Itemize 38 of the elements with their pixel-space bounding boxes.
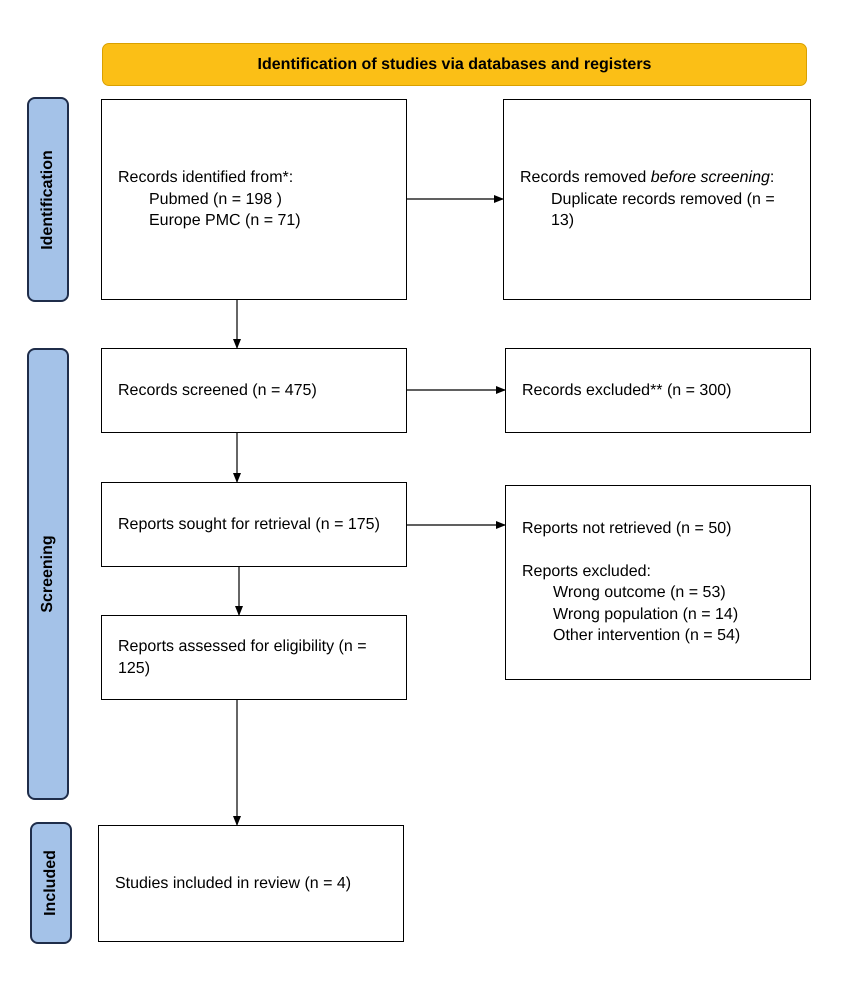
box-text: Other intervention (n = 54) bbox=[553, 626, 740, 646]
process-box bbox=[98, 825, 404, 942]
box-text: Records excluded** (n = 300) bbox=[522, 380, 732, 401]
header-text: Identification of studies via databases and registers bbox=[258, 56, 652, 74]
phase-label: Screening bbox=[39, 535, 57, 613]
process-box bbox=[101, 348, 407, 433]
phase-label-bar bbox=[30, 822, 72, 944]
phase-label: Identification bbox=[39, 150, 57, 250]
process-box bbox=[101, 615, 407, 700]
box-text: Records screened (n = 475) bbox=[118, 380, 317, 401]
process-box bbox=[505, 485, 811, 680]
arrow bbox=[407, 195, 504, 203]
arrow bbox=[407, 386, 506, 394]
box-text: Pubmed (n = 198 ) bbox=[149, 190, 282, 210]
phase-label-bar bbox=[27, 348, 69, 800]
arrow bbox=[235, 567, 243, 616]
phase-label-bar bbox=[27, 97, 69, 302]
box-text: Studies included in review (n = 4) bbox=[115, 874, 352, 894]
box-text: Reports assessed for eligibility (n = 125) bbox=[118, 636, 368, 678]
box-text: Duplicate records removed (n = 13) bbox=[551, 190, 776, 232]
process-box bbox=[101, 99, 407, 300]
process-box bbox=[505, 348, 811, 433]
box-text: Wrong outcome (n = 53) bbox=[553, 583, 726, 604]
box-text: Records removed before screening: bbox=[520, 168, 774, 188]
process-box bbox=[503, 99, 811, 300]
process-box bbox=[101, 482, 407, 567]
box-text: Europe PMC (n = 71) bbox=[149, 211, 301, 232]
section-header bbox=[102, 43, 807, 86]
arrow bbox=[233, 700, 241, 826]
arrow bbox=[233, 433, 241, 483]
box-text: Records identified from*: bbox=[118, 168, 294, 188]
arrow bbox=[233, 300, 241, 349]
box-text: Reports not retrieved (n = 50) bbox=[522, 519, 732, 540]
arrow bbox=[407, 521, 506, 529]
phase-label: Included bbox=[42, 850, 60, 916]
box-text: Reports sought for retrieval (n = 175) bbox=[118, 514, 380, 535]
box-text: Reports excluded: bbox=[522, 562, 651, 582]
box-text: Wrong population (n = 14) bbox=[553, 604, 738, 625]
